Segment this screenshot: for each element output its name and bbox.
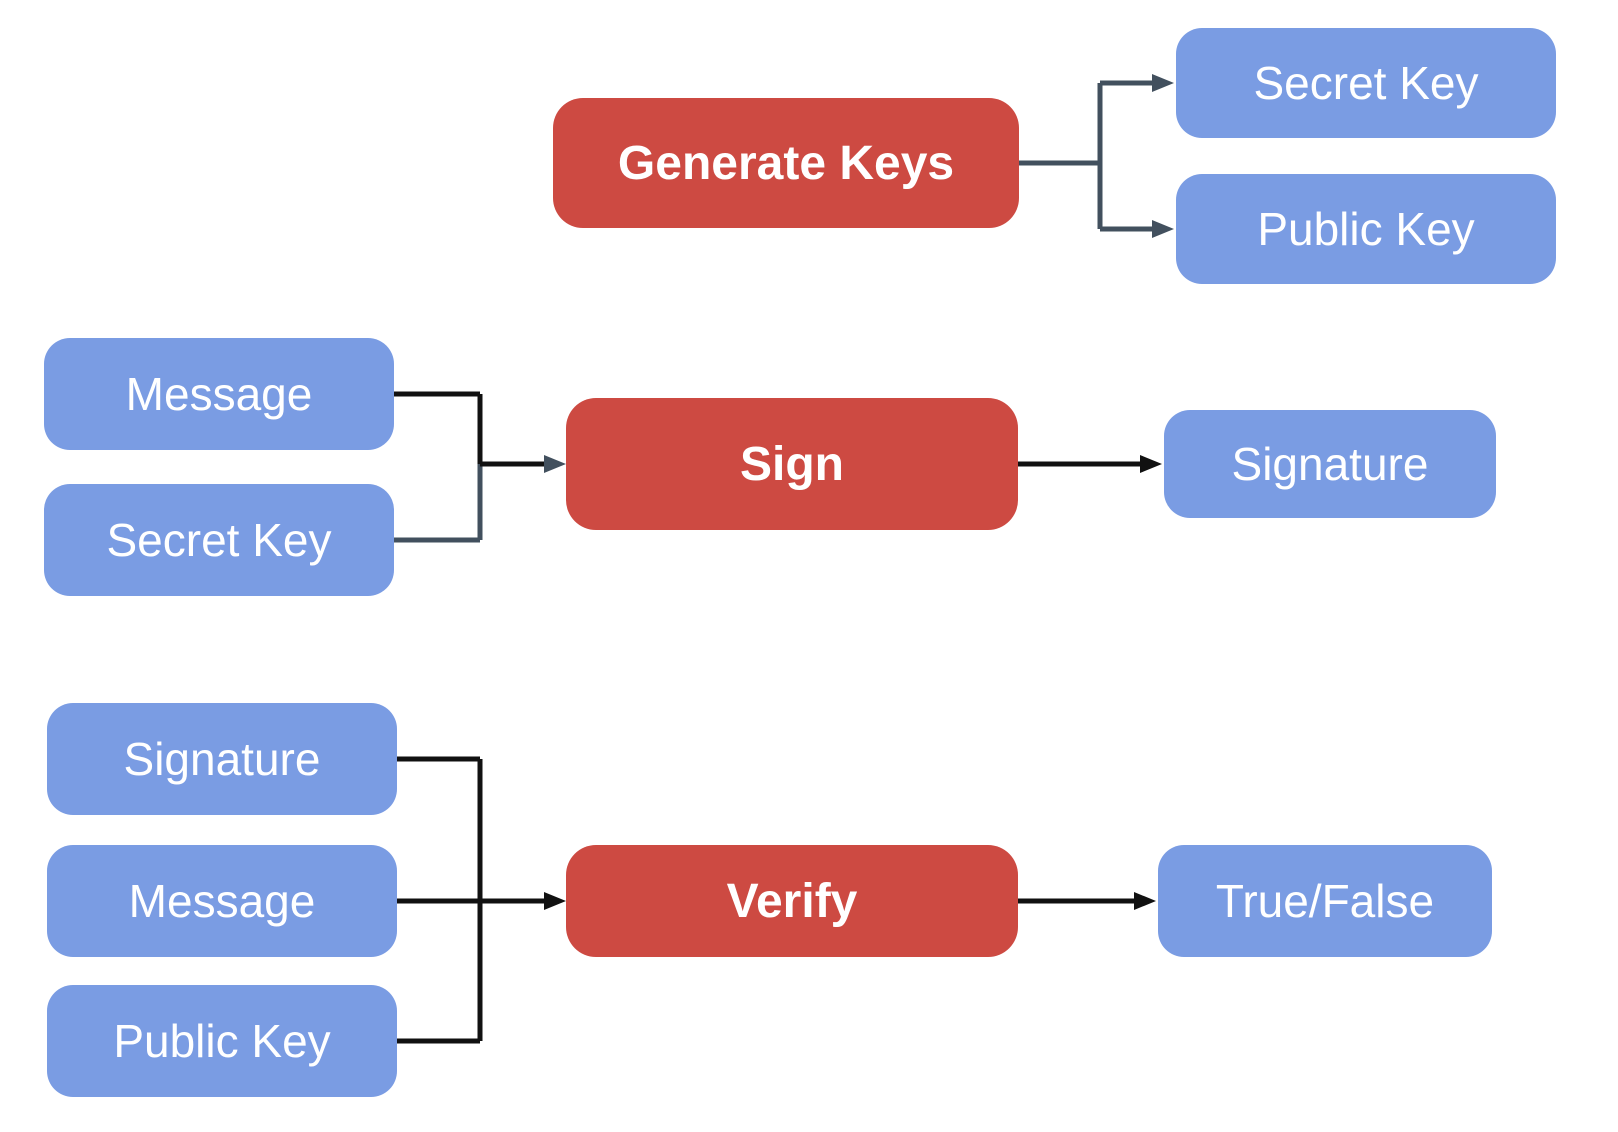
- node-true-false-output: True/False: [1158, 845, 1492, 957]
- node-sign-label: Sign: [740, 437, 844, 491]
- node-public-key-verify-input-label: Public Key: [113, 1015, 331, 1067]
- node-message-verify-input-label: Message: [128, 875, 316, 927]
- node-generate-keys-label: Generate Keys: [617, 136, 955, 190]
- node-secret-key-sign-input-label: Secret Key: [106, 514, 332, 566]
- edge-verify-inputs: [397, 756, 566, 1044]
- node-generate-keys: Generate Keys: [553, 98, 1019, 228]
- node-message-sign-input-label: Message: [125, 368, 313, 420]
- node-sign: Sign: [566, 398, 1018, 530]
- node-true-false-output-label: True/False: [1215, 875, 1435, 927]
- node-message-verify-input: Message: [47, 845, 397, 957]
- edge-sign-inputs: [394, 391, 566, 543]
- edge-generate-keys-branch: [1019, 74, 1174, 238]
- node-verify-label: Verify: [726, 874, 858, 928]
- node-public-key-output: Public Key: [1176, 174, 1556, 284]
- node-public-key-output-label: Public Key: [1257, 203, 1475, 255]
- node-message-sign-input: Message: [44, 338, 394, 450]
- node-verify: Verify: [566, 845, 1018, 957]
- node-secret-key-output: Secret Key: [1176, 28, 1556, 138]
- node-signature-output-label: Signature: [1231, 438, 1429, 490]
- node-signature-verify-input: Signature: [47, 703, 397, 815]
- node-signature-verify-input-label: Signature: [123, 733, 321, 785]
- node-public-key-verify-input: Public Key: [47, 985, 397, 1097]
- node-secret-key-sign-input: Secret Key: [44, 484, 394, 596]
- node-signature-output: Signature: [1164, 410, 1496, 518]
- node-secret-key-output-label: Secret Key: [1253, 57, 1479, 109]
